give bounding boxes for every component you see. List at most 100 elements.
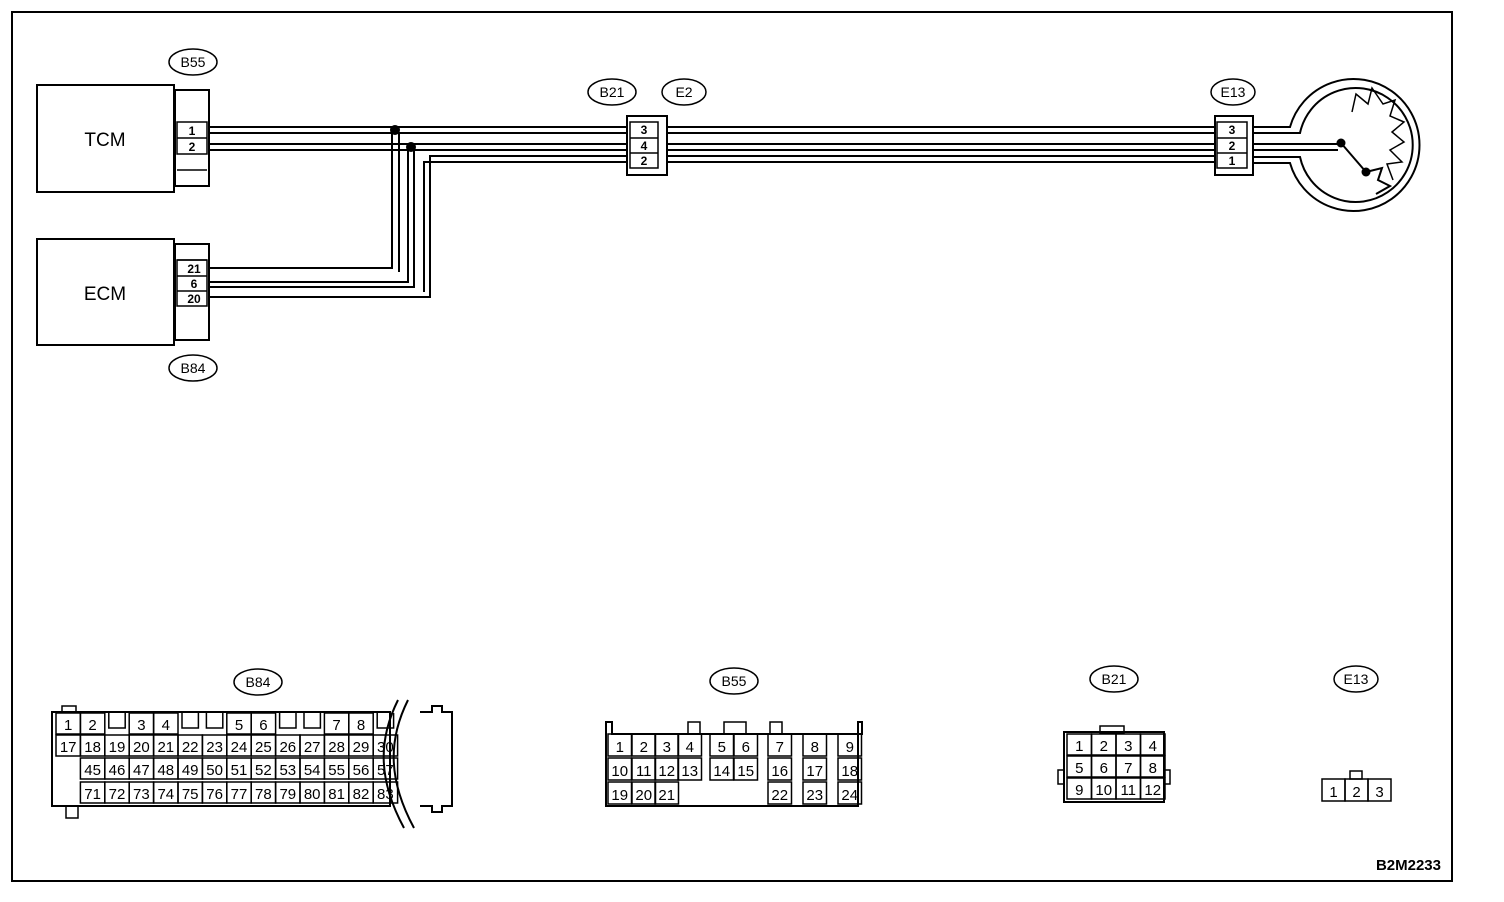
b84-pin-27: 27 bbox=[299, 734, 326, 757]
b84-pin-54: 54 bbox=[299, 757, 326, 780]
svg-text:4: 4 bbox=[641, 139, 648, 153]
b84-pin-8: 8 bbox=[348, 712, 374, 735]
ecm-pin-20: 20 bbox=[187, 292, 201, 306]
svg-text:3: 3 bbox=[137, 717, 145, 734]
svg-text:83: 83 bbox=[377, 786, 394, 803]
ecm-pin-21: 21 bbox=[187, 262, 201, 276]
svg-text:53: 53 bbox=[279, 762, 296, 779]
b21-pin-6: 6 bbox=[1090, 755, 1117, 778]
tag-e2-top: E2 bbox=[661, 78, 707, 106]
svg-text:29: 29 bbox=[353, 739, 370, 756]
b55-pin-7: 7 bbox=[767, 733, 793, 757]
svg-text:B21: B21 bbox=[600, 84, 625, 100]
svg-text:2: 2 bbox=[1100, 738, 1108, 755]
ecm-module: ECM 21 6 20 bbox=[36, 238, 210, 346]
b55-pin-16: 16 bbox=[767, 757, 793, 781]
b84-pin-17: 17 bbox=[55, 734, 82, 757]
b55-pin-5: 5 bbox=[709, 733, 735, 757]
svg-text:56: 56 bbox=[353, 762, 370, 779]
b55-pin-23: 23 bbox=[802, 781, 828, 805]
svg-text:3: 3 bbox=[1229, 123, 1236, 137]
b84-pin-46: 46 bbox=[104, 757, 130, 780]
svg-text:1: 1 bbox=[1075, 738, 1083, 755]
svg-text:8: 8 bbox=[357, 717, 365, 734]
tag-e13-face: E13 bbox=[1333, 665, 1379, 693]
b84-pin-77: 77 bbox=[226, 781, 252, 804]
b84-pin-1: 1 bbox=[55, 712, 82, 735]
b55-pin-6: 6 bbox=[733, 733, 759, 757]
svg-text:4: 4 bbox=[1149, 738, 1157, 755]
b55-pin-11: 11 bbox=[631, 757, 657, 781]
svg-text:9: 9 bbox=[1075, 782, 1083, 799]
svg-text:16: 16 bbox=[771, 763, 788, 780]
svg-text:47: 47 bbox=[133, 762, 150, 779]
svg-text:2: 2 bbox=[640, 739, 648, 756]
svg-text:79: 79 bbox=[279, 786, 296, 803]
svg-text:E2: E2 bbox=[675, 84, 692, 100]
svg-text:8: 8 bbox=[1149, 760, 1157, 777]
svg-text:54: 54 bbox=[304, 762, 321, 779]
sensor-symbol bbox=[1253, 78, 1421, 212]
b21-pin-12: 12 bbox=[1139, 777, 1166, 800]
svg-text:55: 55 bbox=[328, 762, 345, 779]
b55-pin-24: 24 bbox=[837, 781, 863, 805]
b84-pin-2: 2 bbox=[79, 712, 106, 735]
b84-pin-49: 49 bbox=[177, 757, 204, 780]
svg-text:6: 6 bbox=[1100, 760, 1108, 777]
svg-text:23: 23 bbox=[206, 739, 223, 756]
svg-text:21: 21 bbox=[658, 787, 675, 804]
e13-pin-3: 3 bbox=[1367, 778, 1392, 802]
svg-text:24: 24 bbox=[231, 739, 248, 756]
figure-code: B2M2233 bbox=[1376, 857, 1441, 874]
b84-pin-47: 47 bbox=[128, 757, 155, 780]
svg-text:19: 19 bbox=[109, 739, 126, 756]
b21-pin-3: 3 bbox=[1115, 733, 1142, 756]
b55-pin-8: 8 bbox=[802, 733, 828, 757]
b84-pin-3: 3 bbox=[128, 712, 155, 735]
svg-text:8: 8 bbox=[811, 739, 819, 756]
b84-pin-48: 48 bbox=[152, 757, 179, 780]
b55-pin-3: 3 bbox=[654, 733, 680, 757]
b84-pin-6: 6 bbox=[250, 712, 277, 735]
svg-text:E13: E13 bbox=[1221, 84, 1246, 100]
svg-text:6: 6 bbox=[742, 739, 750, 756]
tcm-pin-2: 2 bbox=[189, 140, 196, 154]
b84-pin-56: 56 bbox=[348, 757, 374, 780]
b21-pin-2: 2 bbox=[1090, 733, 1117, 756]
svg-text:B84: B84 bbox=[246, 674, 271, 690]
ecm-pin-6: 6 bbox=[191, 277, 198, 291]
b84-pin-22: 22 bbox=[177, 734, 204, 757]
svg-text:72: 72 bbox=[109, 786, 126, 803]
b84-pin-45: 45 bbox=[79, 757, 106, 780]
b55-pin-17: 17 bbox=[802, 757, 828, 781]
b84-pin-72: 72 bbox=[104, 781, 130, 804]
connector-e13: 3 2 1 bbox=[1214, 115, 1254, 176]
b55-pin-1: 1 bbox=[607, 733, 633, 757]
svg-text:81: 81 bbox=[328, 786, 345, 803]
svg-text:22: 22 bbox=[182, 739, 199, 756]
splice-dot-1 bbox=[390, 125, 400, 135]
svg-text:45: 45 bbox=[84, 762, 101, 779]
svg-text:11: 11 bbox=[1120, 782, 1136, 799]
svg-text:15: 15 bbox=[737, 763, 754, 780]
svg-text:23: 23 bbox=[806, 787, 823, 804]
b55-pin-4: 4 bbox=[677, 733, 703, 757]
svg-text:49: 49 bbox=[182, 762, 199, 779]
connector-b84-housing bbox=[174, 243, 210, 341]
b84-pin-21: 21 bbox=[152, 734, 179, 757]
svg-text:51: 51 bbox=[231, 762, 248, 779]
svg-text:7: 7 bbox=[776, 739, 784, 756]
svg-text:2: 2 bbox=[641, 154, 648, 168]
b21-pin-1: 1 bbox=[1066, 733, 1093, 756]
svg-text:28: 28 bbox=[328, 739, 345, 756]
svg-text:24: 24 bbox=[841, 787, 858, 804]
b84-pin-4: 4 bbox=[152, 712, 179, 735]
svg-text:50: 50 bbox=[206, 762, 223, 779]
svg-text:25: 25 bbox=[255, 739, 272, 756]
b84-pin-78: 78 bbox=[250, 781, 277, 804]
svg-text:3: 3 bbox=[1375, 784, 1383, 801]
svg-text:12: 12 bbox=[1144, 782, 1161, 799]
b84-pin-50: 50 bbox=[201, 757, 228, 780]
